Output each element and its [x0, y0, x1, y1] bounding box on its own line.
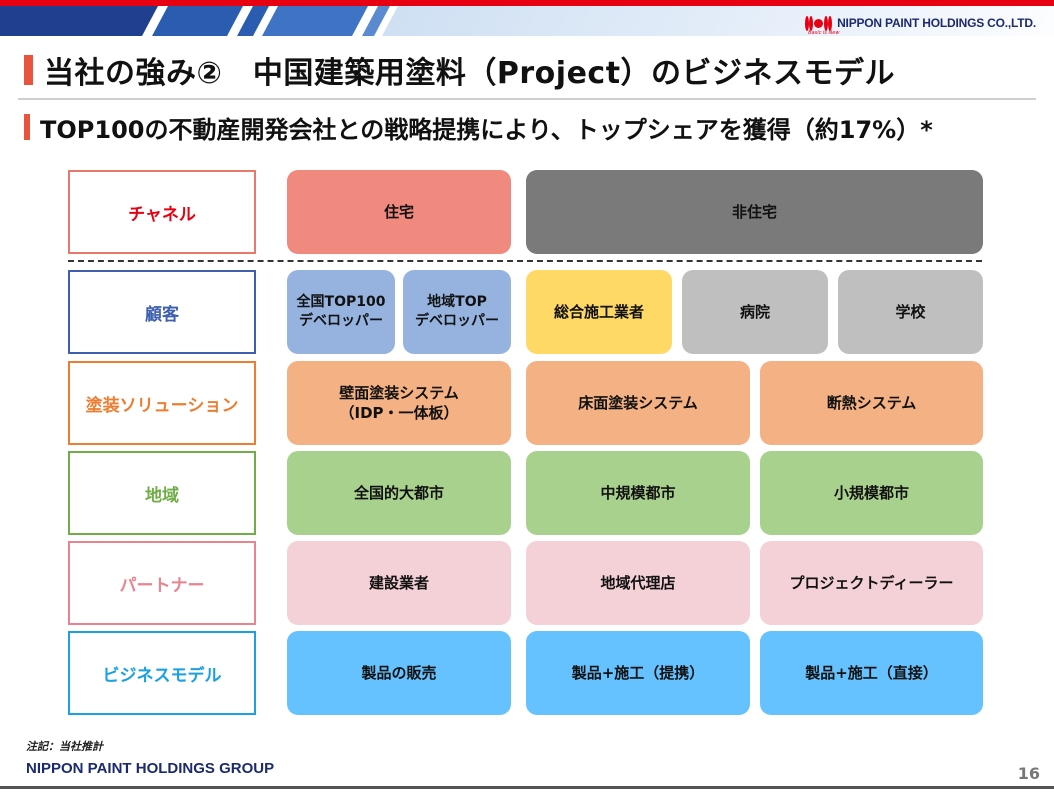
footnote: 注記：当社推計: [26, 740, 103, 753]
region-cell: 中規模都市: [526, 451, 750, 535]
brand-name: NIPPON PAINT HOLDINGS CO.,LTD.: [837, 16, 1036, 30]
top-red-bar: [0, 0, 1054, 6]
row-label-channel: チャネル: [68, 170, 256, 254]
page-number: 16: [1017, 764, 1040, 783]
customer-cell: 学校: [838, 270, 983, 354]
region-cell: 小規模都市: [760, 451, 983, 535]
region-cell: 全国的大都市: [287, 451, 511, 535]
row-label-partner: パートナー: [68, 541, 256, 625]
company-brand: Basic is New NIPPON PAINT HOLDINGS CO.,L…: [803, 12, 1036, 36]
business-model-cell: 製品の販売: [287, 631, 511, 715]
nippon-paint-logo-icon: Basic is New: [803, 14, 839, 36]
customer-cell: 地域TOP デベロッパー: [403, 270, 511, 354]
customer-cell: 全国TOP100 デベロッパー: [287, 270, 395, 354]
subtitle-accent-bar: [24, 114, 30, 140]
title-accent-bar: [24, 55, 33, 85]
footer-group-name: NIPPON PAINT HOLDINGS GROUP: [26, 760, 275, 777]
channel-cell: 住宅: [287, 170, 511, 254]
customer-cell: 総合施工業者: [526, 270, 672, 354]
title-divider: [18, 98, 1036, 100]
channel-cell: 非住宅: [526, 170, 983, 254]
coating-solution-cell: 断熱システム: [760, 361, 983, 445]
business-model-cell: 製品+施工（提携）: [526, 631, 750, 715]
bottom-rule: [0, 786, 1054, 789]
slide-subtitle: TOP100の不動産開発会社との戦略提携により、トップシェアを獲得（約17%）*: [40, 116, 933, 144]
row-label-coating-solution: 塗装ソリューション: [68, 361, 256, 445]
partner-cell: 地域代理店: [526, 541, 750, 625]
business-model-cell: 製品+施工（直接）: [760, 631, 983, 715]
row-label-customer: 顧客: [68, 270, 256, 354]
partner-cell: 建設業者: [287, 541, 511, 625]
partner-cell: プロジェクトディーラー: [760, 541, 983, 625]
customer-cell: 病院: [682, 270, 828, 354]
dashed-separator: [68, 260, 982, 262]
coating-solution-cell: 壁面塗装システム （IDP・一体板）: [287, 361, 511, 445]
coating-solution-cell: 床面塗装システム: [526, 361, 750, 445]
row-label-region: 地域: [68, 451, 256, 535]
slide-title: 当社の強み② 中国建築用塗料（Project）のビジネスモデル: [44, 56, 896, 91]
row-label-business-model: ビジネスモデル: [68, 631, 256, 715]
logo-tagline: Basic is New: [808, 30, 840, 36]
